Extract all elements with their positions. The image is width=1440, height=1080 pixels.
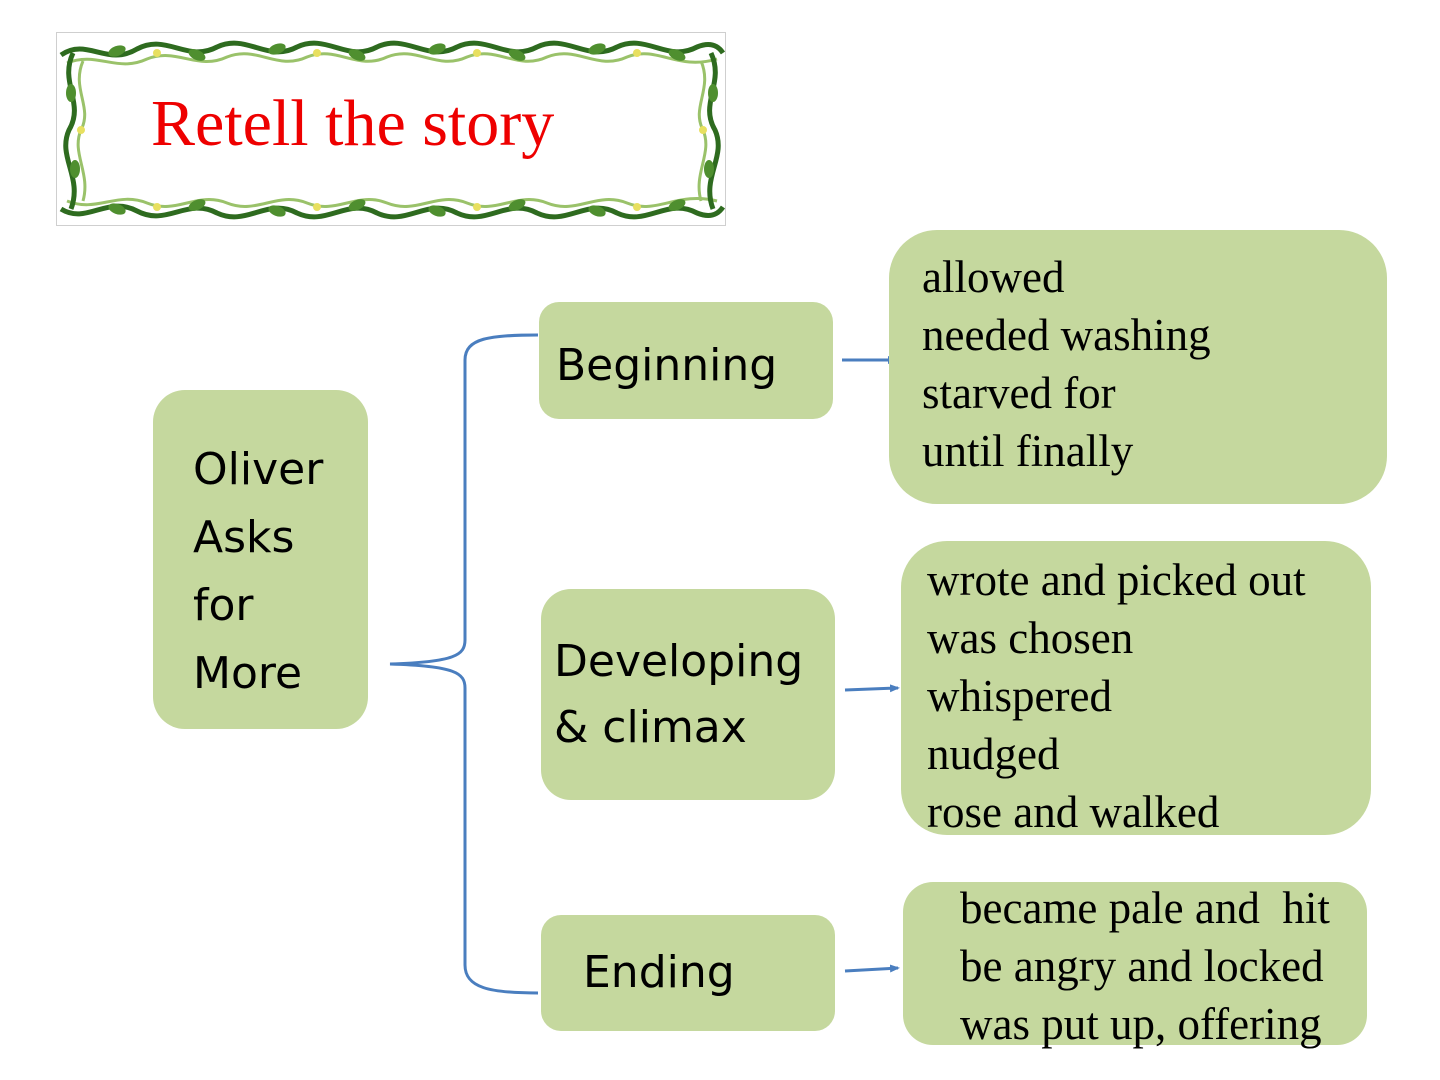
stage-node-developing: Developing & climax (541, 589, 835, 800)
detail-item: nudged (927, 729, 1060, 779)
arrow-developing (844, 684, 900, 693)
stage-label: Beginning (556, 340, 778, 391)
detail-item: rose and walked (927, 787, 1220, 837)
title-banner: Retell the story (56, 32, 726, 226)
root-label: Oliver Asks for More (193, 436, 323, 708)
vine-frame-decoration (59, 40, 725, 220)
stage-node-beginning: Beginning (539, 302, 833, 419)
detail-node-ending: became pale and hit be angry and locked … (903, 882, 1367, 1049)
root-label-line: Oliver (193, 444, 324, 495)
detail-item: wrote and picked out (927, 555, 1306, 605)
root-label-line: More (193, 648, 303, 699)
detail-item: until finally (922, 426, 1134, 476)
stage-node-ending: Ending (541, 915, 835, 1031)
stage-label: Developing & climax (554, 629, 803, 761)
brace-connector (389, 333, 539, 995)
detail-item: was chosen (927, 613, 1134, 663)
detail-node-developing: wrote and picked out was chosen whispere… (901, 541, 1371, 837)
detail-item: needed washing (922, 310, 1211, 360)
root-label-line: for (193, 580, 254, 631)
stage-label-line: Developing (554, 636, 804, 687)
page-title: Retell the story (151, 87, 555, 160)
root-node: Oliver Asks for More (153, 390, 368, 729)
stage-label: Ending (583, 947, 735, 998)
arrow-ending (844, 964, 900, 973)
detail-list: allowed needed washing starved for until… (922, 248, 1211, 480)
detail-list: became pale and hit be angry and locked … (960, 879, 1330, 1053)
detail-item: be angry and locked (960, 941, 1324, 991)
detail-item: whispered (927, 671, 1112, 721)
detail-item: starved for (922, 368, 1116, 418)
detail-item: allowed (922, 252, 1065, 302)
stage-label-line: & climax (554, 702, 747, 753)
detail-item: became pale and hit (960, 883, 1330, 933)
detail-node-beginning: allowed needed washing starved for until… (889, 230, 1387, 504)
detail-list: wrote and picked out was chosen whispere… (927, 551, 1306, 841)
detail-item: was put up, offering (960, 999, 1322, 1049)
root-label-line: Asks (193, 512, 295, 563)
